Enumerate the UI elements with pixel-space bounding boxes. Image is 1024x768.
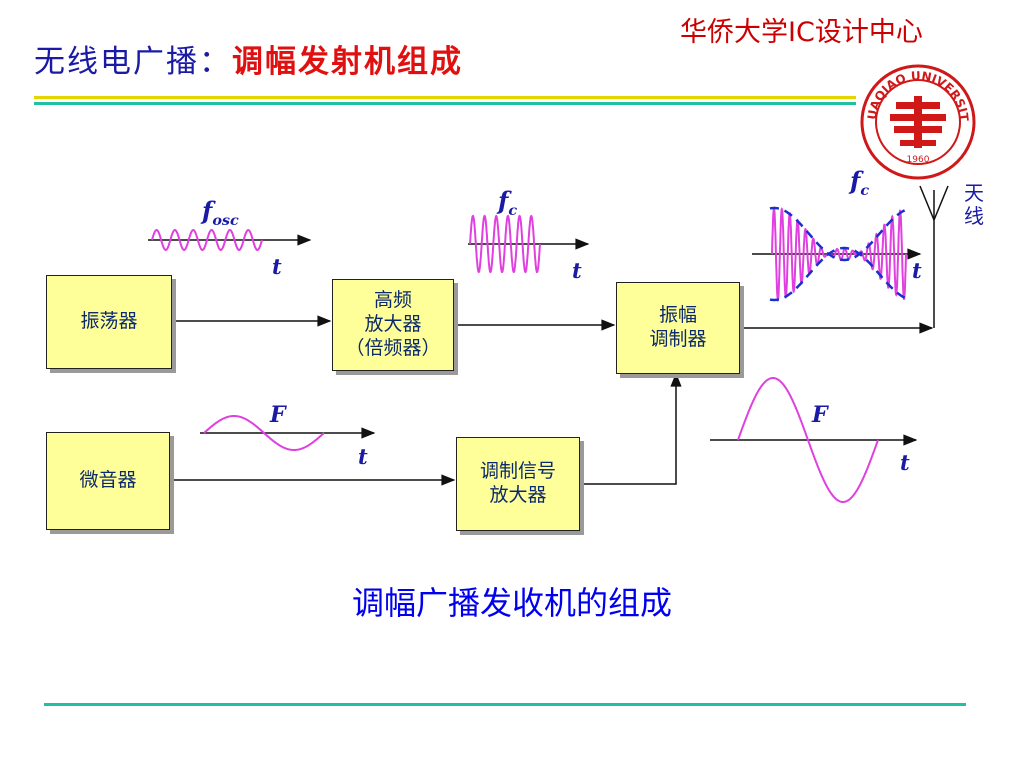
t-label-audio-1: t: [358, 444, 368, 469]
antenna-icon: [919, 185, 949, 328]
diagram-caption: 调幅广播发收机的组成: [351, 584, 672, 622]
rf-amplifier-block: 高频 放大器 （倍频器）: [332, 279, 454, 371]
f-audio-label-1: F: [270, 402, 286, 428]
carrier-waveform: [469, 214, 541, 274]
t-label-am: t: [912, 258, 922, 283]
title-prefix: 无线电广播：: [34, 44, 232, 80]
audio-waveform-2: [737, 377, 879, 503]
am-envelope-bottom: [769, 246, 911, 302]
slide-title: 无线电广播：调幅发射机组成: [34, 36, 463, 81]
t-label-osc: t: [272, 254, 282, 279]
am-envelope-top: [769, 206, 911, 262]
title-rule-teal: [34, 102, 856, 105]
title-main: 调幅发射机组成: [232, 44, 463, 80]
f-c-label-1: fc: [498, 186, 518, 219]
amp-to-mod-arrow: [580, 372, 682, 485]
am-modulator-block: 振幅 调制器: [616, 282, 740, 374]
svg-text:1960: 1960: [907, 155, 930, 165]
antenna-label: 天 线: [964, 181, 984, 228]
org-name: 华侨大学IC设计中心: [680, 17, 923, 48]
osc-waveform: [151, 229, 263, 251]
title-rule-yellow: [34, 96, 856, 99]
f-audio-label-2: F: [812, 402, 828, 428]
oscillator-block: 振荡器: [46, 275, 172, 369]
f-c-label-2: fc: [850, 166, 870, 199]
microphone-block: 微音器: [46, 432, 170, 530]
footer-rule: [44, 703, 966, 706]
t-label-carrier: t: [572, 258, 582, 283]
am-waveform: [771, 206, 907, 303]
university-logo: HUAQIAO UNIVERSITY 1960: [858, 62, 976, 180]
audio-amplifier-block: 调制信号 放大器: [456, 437, 580, 531]
audio-waveform-1: [203, 415, 325, 451]
t-label-audio-2: t: [900, 450, 910, 475]
f-osc-label: fosc: [202, 196, 239, 229]
